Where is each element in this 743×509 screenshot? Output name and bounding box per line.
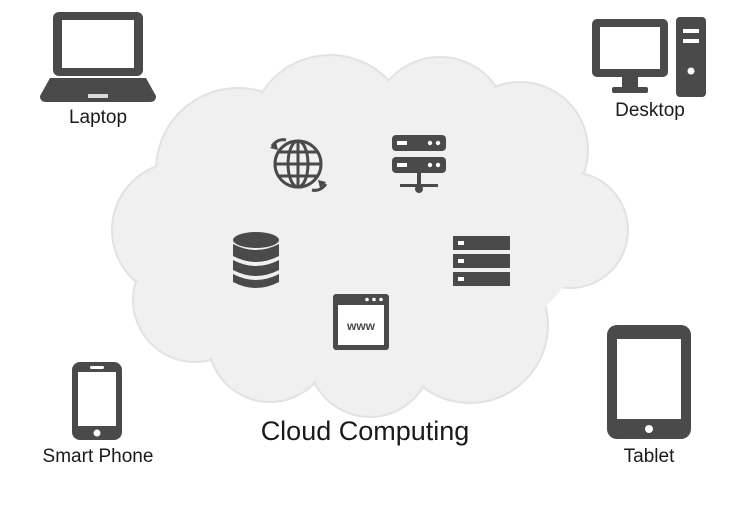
laptop-icon [40,12,156,102]
server-rack-icon [453,236,510,286]
desktop-icon [592,17,706,97]
laptop-label: Laptop [68,107,128,128]
browser-www-text: www [346,319,376,333]
tablet-icon [607,325,691,439]
tablet-label: Tablet [623,446,675,467]
desktop-label: Desktop [615,100,685,121]
browser-window-icon: www [333,294,389,350]
globe-icon [270,138,328,192]
database-icon [233,232,279,288]
smartphone-label: Smart Phone [42,446,154,467]
diagram-title: Cloud Computing [260,416,470,446]
network-server-icon [392,135,446,193]
smartphone-icon [72,362,122,440]
